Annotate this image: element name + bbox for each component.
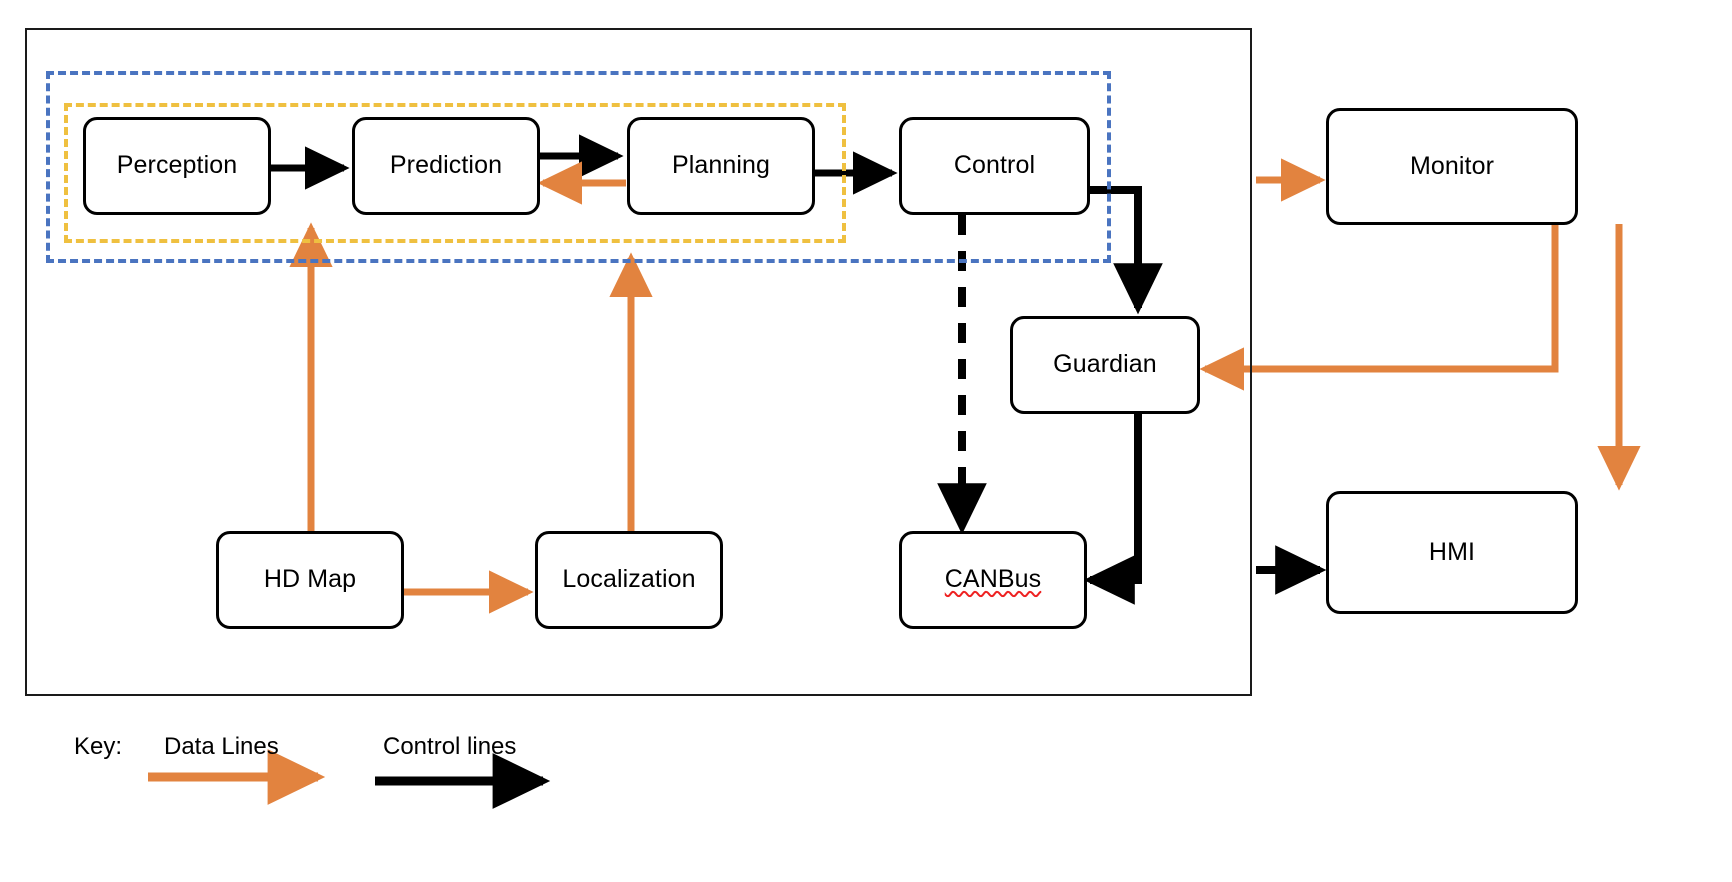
node-control[interactable]: Control <box>899 117 1090 215</box>
node-control-label: Control <box>953 151 1036 180</box>
node-localization[interactable]: Localization <box>535 531 723 629</box>
node-planning[interactable]: Planning <box>627 117 815 215</box>
node-planning-label: Planning <box>671 151 771 180</box>
node-perception[interactable]: Perception <box>83 117 271 215</box>
key-title: Key: <box>74 733 123 760</box>
node-localization-label: Localization <box>562 565 696 594</box>
node-guardian-label: Guardian <box>1053 350 1157 379</box>
node-monitor-label: Monitor <box>1409 151 1495 180</box>
node-prediction[interactable]: Prediction <box>352 117 540 215</box>
node-guardian[interactable]: Guardian <box>1010 316 1200 414</box>
node-prediction-label: Prediction <box>389 151 503 180</box>
node-hmi-label: HMI <box>1428 537 1476 566</box>
node-canbus-label: CANBus <box>944 565 1042 594</box>
key-item-control-lines-label: Control lines <box>383 733 517 760</box>
key-item-data-lines-label: Data Lines <box>164 733 279 760</box>
node-canbus[interactable]: CANBus <box>899 531 1087 629</box>
node-perception-label: Perception <box>116 151 238 180</box>
group-box-outer-blue <box>46 71 1111 263</box>
node-hd-map-label: HD Map <box>263 565 357 594</box>
node-hmi[interactable]: HMI <box>1326 491 1578 614</box>
node-monitor[interactable]: Monitor <box>1326 108 1578 225</box>
